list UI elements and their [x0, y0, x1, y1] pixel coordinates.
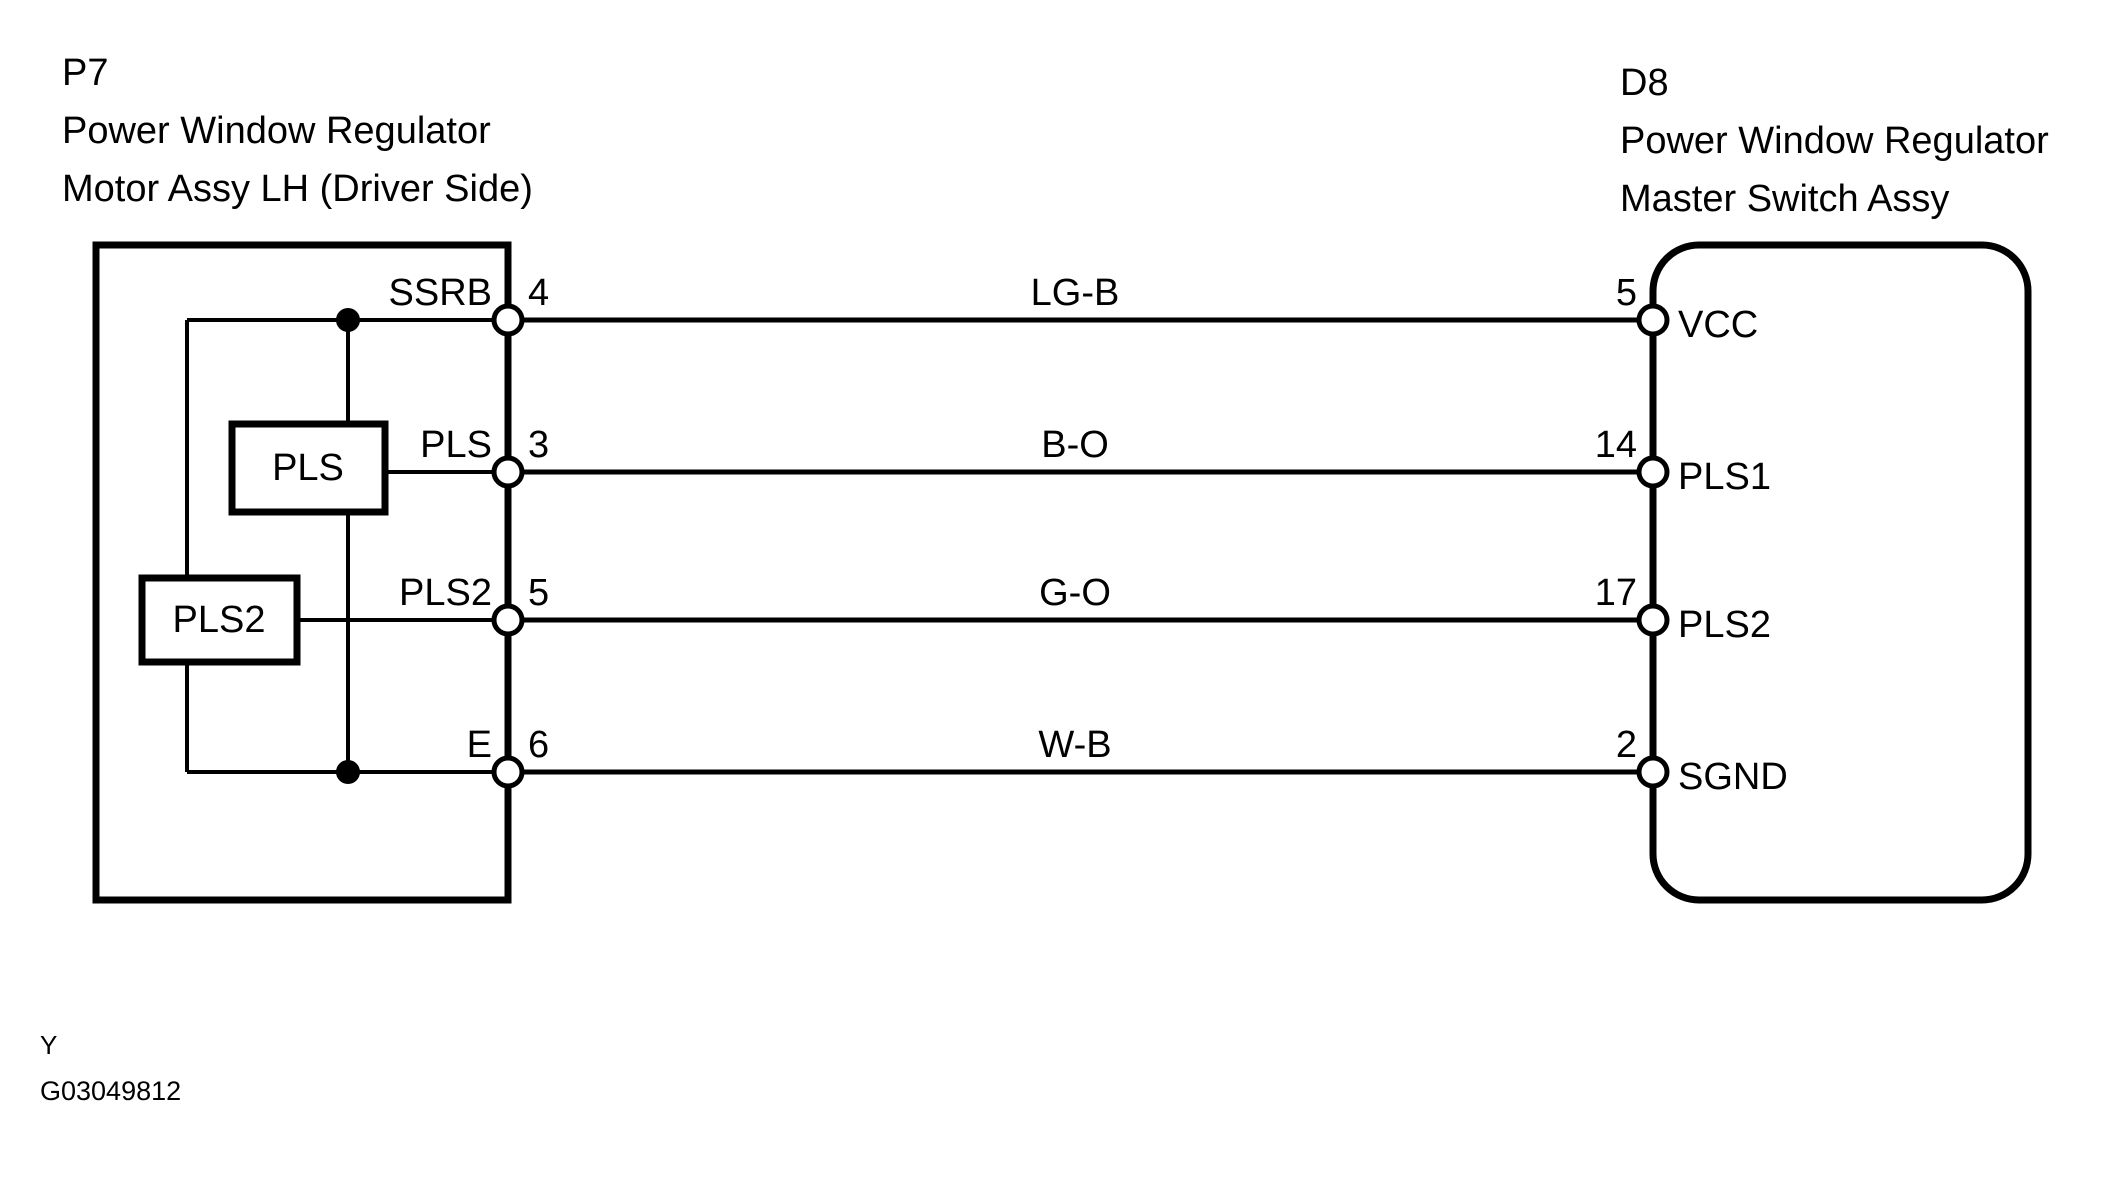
component-box-pls2-label: PLS2: [173, 599, 266, 641]
right-connector-name-line1: Power Window Regulator: [1620, 120, 2049, 162]
left-connector-name-line2: Motor Assy LH (Driver Side): [62, 168, 533, 210]
right-pin-number-2: 2: [1616, 724, 1637, 766]
figure-id: G03049812: [40, 1076, 181, 1106]
right-connector-code: D8: [1620, 62, 1669, 104]
terminal-left-pin-6: [491, 755, 525, 789]
right-pin-number-5: 5: [1616, 272, 1637, 314]
left-pin-number-4: 4: [528, 272, 549, 314]
left-connector-code: P7: [62, 52, 108, 94]
junction-dot-ground: [336, 760, 360, 784]
junction-dot-ssrb: [336, 308, 360, 332]
right-pin-number-17: 17: [1595, 572, 1637, 614]
terminal-left-pin-4: [491, 303, 525, 337]
wire-color-code-lg-b: LG-B: [1031, 272, 1120, 314]
left-pin-number-6: 6: [528, 724, 549, 766]
left-connector-name-line1: Power Window Regulator: [62, 110, 491, 152]
terminal-left-pin-3: [491, 455, 525, 489]
right-pin-signal-pls1: PLS1: [1678, 456, 1771, 498]
right-pin-signal-sgnd: SGND: [1678, 756, 1788, 798]
left-pin-signal-pls: PLS: [420, 424, 492, 466]
right-pin-signal-vcc: VCC: [1678, 304, 1758, 346]
footer-note: Y: [40, 1030, 57, 1060]
terminal-right-pin-5: [1636, 303, 1670, 337]
terminal-right-pin-17: [1636, 603, 1670, 637]
left-pin-signal-pls2: PLS2: [399, 572, 492, 614]
wire-color-code-g-o: G-O: [1039, 572, 1111, 614]
terminal-right-pin-14: [1636, 455, 1670, 489]
left-pin-number-5: 5: [528, 572, 549, 614]
component-box-pls: [228, 420, 389, 516]
wire-color-code-w-b: W-B: [1038, 724, 1111, 766]
wire-color-code-b-o: B-O: [1041, 424, 1109, 466]
component-box-pls-label: PLS: [272, 447, 344, 489]
terminal-left-pin-5: [491, 603, 525, 637]
right-pin-number-14: 14: [1595, 424, 1637, 466]
right-pin-signal-pls2: PLS2: [1678, 604, 1771, 646]
component-box-pls2: [138, 574, 301, 666]
left-pin-number-3: 3: [528, 424, 549, 466]
left-pin-signal-e: E: [467, 724, 492, 766]
left-pin-signal-ssrb: SSRB: [389, 272, 492, 314]
terminal-right-pin-2: [1636, 755, 1670, 789]
right-connector-name-line2: Master Switch Assy: [1620, 178, 1949, 220]
